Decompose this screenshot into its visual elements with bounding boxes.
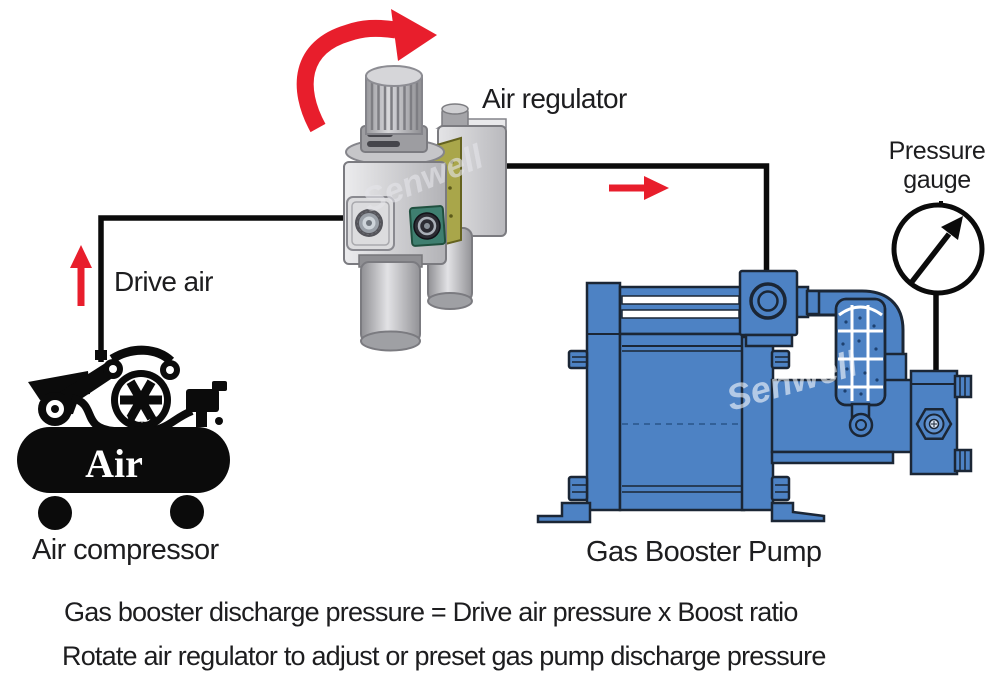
left-end-plate [585, 281, 622, 512]
pressure-gauge-label: Pressure gauge [857, 137, 1000, 195]
pump-main-body [618, 332, 746, 512]
right-end-plate [740, 335, 775, 512]
mounting-foot-right [770, 501, 826, 523]
regulated-air-pipe-line [503, 163, 770, 282]
drive-air-pipe-line [98, 215, 352, 362]
outlet-block [909, 369, 973, 476]
compressor-wheel-left [38, 496, 72, 530]
top-air-port [738, 269, 799, 348]
sight-glass [408, 205, 447, 247]
compressor-flywheel [111, 370, 171, 430]
filter-bowl [358, 254, 423, 352]
air-compressor-illustration [17, 345, 230, 530]
air-compressor-label: Air compressor [32, 534, 219, 566]
rotation-arrow-icon [296, 9, 437, 133]
compressor-pressure-switch [186, 381, 227, 427]
compressor-tank-text: Air [85, 441, 143, 486]
air-regulator-illustration [343, 65, 507, 352]
flow-arrow-right-icon [609, 176, 669, 200]
adjustment-knob [360, 65, 428, 153]
tie-rod-nuts [567, 349, 791, 502]
formula-note-line1: Gas booster discharge pressure = Drive a… [64, 597, 798, 627]
compressor-tank [17, 427, 230, 493]
gas-booster-pump-illustration [536, 269, 973, 524]
compressor-wheel-right [170, 495, 204, 529]
gas-booster-pump-label: Gas Booster Pump [586, 536, 822, 568]
pressure-gauge-label-line1: Pressure [888, 137, 986, 165]
pressure-gauge-icon [891, 202, 985, 296]
formula-note-line2: Rotate air regulator to adjust or preset… [62, 641, 826, 671]
pressure-gauge-label-line2: gauge [903, 166, 971, 194]
inlet-port [346, 196, 395, 251]
mounting-foot-left [536, 501, 592, 524]
flow-arrow-up-icon [70, 245, 92, 306]
air-regulator-label: Air regulator [482, 83, 627, 114]
gauge-needle [908, 232, 952, 285]
pipe-lines [98, 163, 943, 374]
muffler [834, 297, 887, 438]
drive-air-label: Drive air [114, 266, 213, 297]
